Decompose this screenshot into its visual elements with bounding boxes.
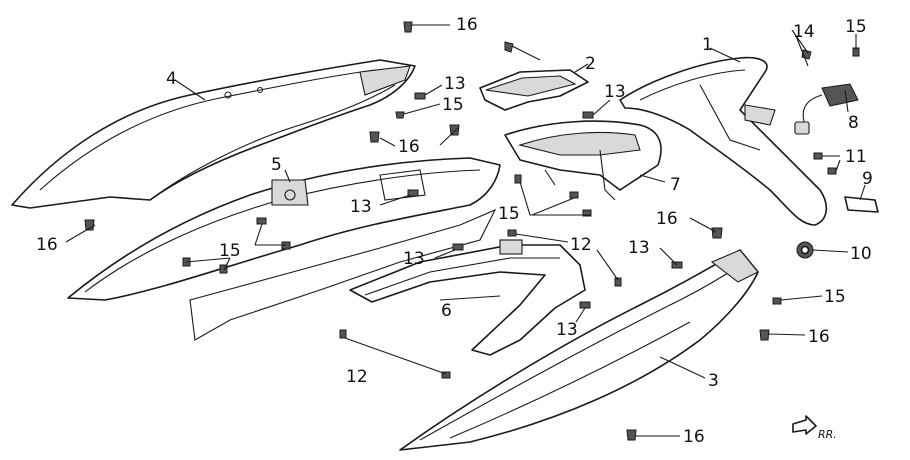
callout-labels: 16 2 1 14 15 4 13 15 13 16 8 5 11 7 9 13… [36, 15, 873, 447]
callout-3: 3 [708, 371, 719, 391]
callout-15: 15 [498, 204, 520, 224]
callout-4: 4 [166, 69, 177, 89]
callout-16: 16 [808, 327, 830, 347]
callout-9: 9 [862, 169, 873, 189]
callout-13: 13 [604, 82, 626, 102]
part-4-side-cover [11, 59, 416, 209]
callout-11: 11 [845, 147, 867, 167]
part-1-rear-bracket [619, 56, 828, 226]
callout-16: 16 [398, 137, 420, 157]
part-3-lower-panel [399, 249, 759, 451]
callout-15: 15 [824, 287, 846, 307]
part-5-lower-rail [67, 157, 501, 341]
callout-15: 15 [442, 95, 464, 115]
part-10-nut [796, 241, 814, 259]
callout-15: 15 [845, 17, 867, 37]
callout-2: 2 [585, 54, 596, 74]
callout-10: 10 [850, 244, 872, 264]
part-8-connector [794, 83, 859, 135]
leader-lines [65, 24, 866, 437]
callout-16: 16 [456, 15, 478, 35]
callout-16: 16 [683, 427, 705, 447]
rear-direction-arrow-icon: RR. [792, 415, 837, 441]
callout-15: 15 [219, 241, 241, 261]
direction-label: RR. [818, 428, 837, 441]
callout-8: 8 [848, 113, 859, 133]
callout-13: 13 [556, 320, 578, 340]
callout-7: 7 [670, 175, 681, 195]
callout-12: 12 [570, 235, 592, 255]
callout-5: 5 [271, 155, 282, 175]
callout-14: 14 [793, 22, 815, 42]
part-2-cap [479, 69, 589, 111]
callout-13: 13 [403, 249, 425, 269]
callout-13: 13 [444, 74, 466, 94]
callout-12: 12 [346, 367, 368, 387]
part-9-plate [844, 196, 879, 213]
callout-16: 16 [36, 235, 58, 255]
callout-16: 16 [656, 209, 678, 229]
part-7-tail-light [504, 120, 662, 201]
callout-6: 6 [441, 301, 452, 321]
callout-13: 13 [350, 197, 372, 217]
part-6-inner-bracket [349, 239, 586, 356]
callout-13: 13 [628, 238, 650, 258]
callout-1: 1 [702, 35, 713, 55]
